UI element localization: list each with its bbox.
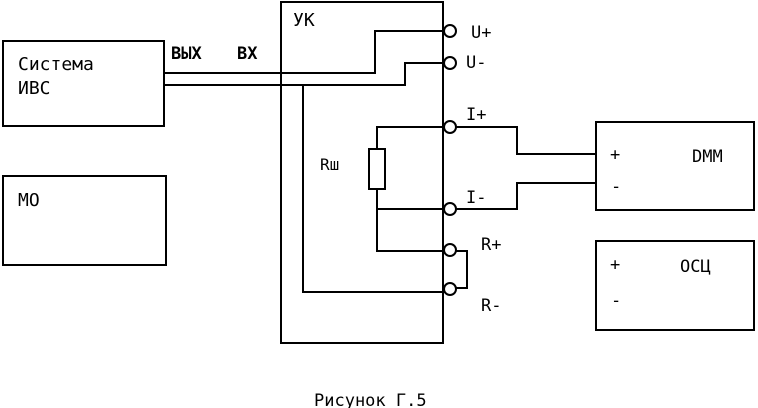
output-signal-label: ВЫХ	[171, 44, 202, 64]
dmm-block	[595, 121, 755, 211]
terminal-r-plus	[443, 243, 457, 257]
terminal-i-minus	[443, 202, 457, 216]
terminal-u-minus-label: U-	[466, 53, 486, 73]
ivs-system-label-line2: ИВС	[18, 78, 51, 99]
mo-block	[2, 175, 167, 266]
mo-label: МО	[18, 190, 40, 211]
osc-block	[595, 240, 755, 331]
dmm-plus-label: +	[610, 145, 620, 165]
figure-caption: Рисунок Г.5	[314, 391, 427, 408]
terminal-u-plus	[443, 24, 457, 38]
input-signal-label: ВХ	[237, 44, 258, 64]
uk-block	[280, 1, 444, 344]
terminal-r-minus	[443, 282, 457, 296]
terminal-u-plus-label: U+	[471, 23, 491, 43]
ivs-system-block	[2, 40, 165, 127]
terminal-u-minus	[443, 56, 457, 70]
ivs-system-label-line1: Система	[18, 54, 94, 75]
shunt-resistor	[368, 148, 386, 190]
osc-label: ОСЦ	[680, 257, 711, 277]
terminal-r-plus-label: R+	[481, 235, 501, 255]
osc-minus-label: -	[611, 291, 621, 311]
dmm-minus-label: -	[611, 177, 621, 197]
terminal-i-plus	[443, 120, 457, 134]
terminal-i-minus-label: I-	[466, 188, 486, 208]
shunt-resistor-label: Rш	[320, 155, 339, 174]
terminal-i-plus-label: I+	[466, 105, 486, 125]
dmm-label: DMM	[692, 147, 723, 167]
uk-label: УК	[293, 10, 315, 31]
terminal-r-minus-label: R-	[481, 296, 501, 316]
osc-plus-label: +	[610, 255, 620, 275]
wires	[164, 30, 596, 293]
